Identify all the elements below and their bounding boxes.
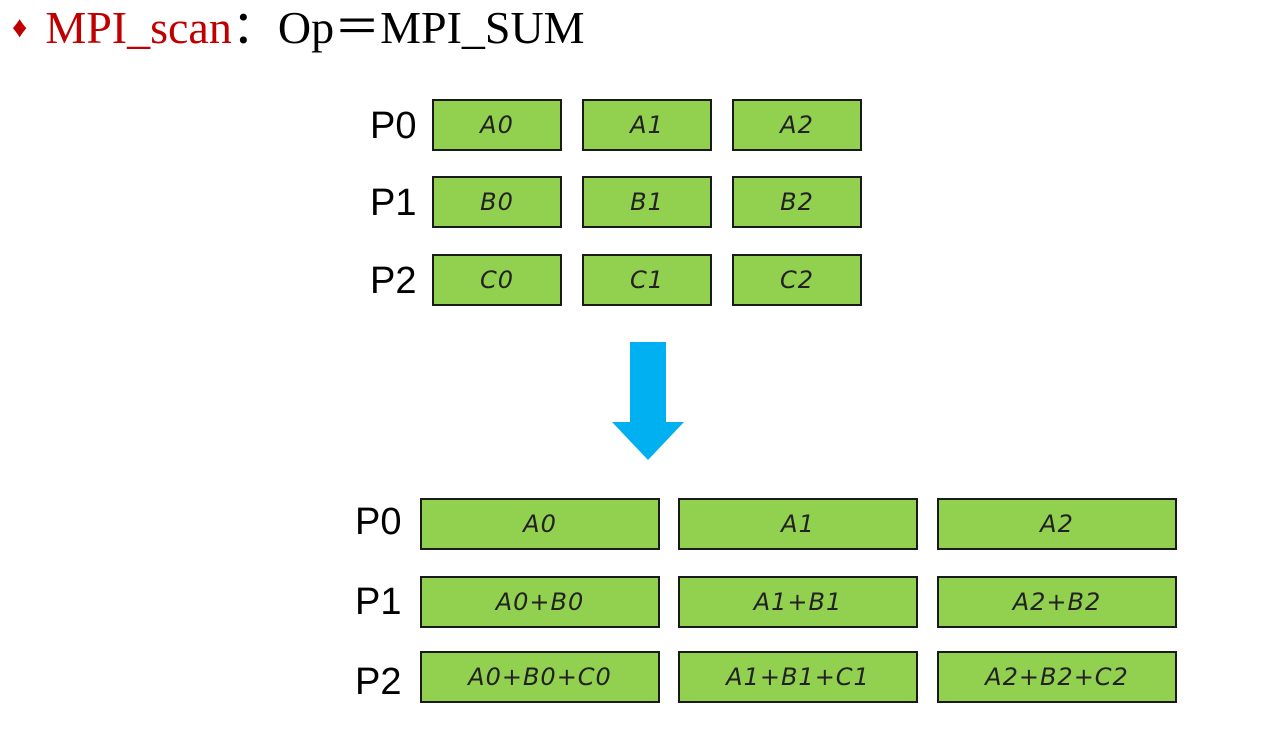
operation-spec: Op＝MPI_SUM (277, 2, 585, 53)
before-row-label-p1: P1 (370, 182, 417, 224)
after-row-label-p2: P2 (355, 661, 402, 703)
after-cell: A1+B1+C1 (678, 651, 918, 703)
title-colon: ： (231, 2, 278, 53)
after-cell: A2+B2 (937, 576, 1177, 628)
after-cell: A0 (420, 498, 660, 550)
function-name: MPI_scan (45, 2, 232, 53)
before-cell: A1 (582, 99, 712, 151)
before-cell: B0 (432, 176, 562, 228)
before-cell: A2 (732, 99, 862, 151)
after-cell: A0+B0+C0 (420, 651, 660, 703)
before-cell: C2 (732, 254, 862, 306)
after-row-label-p0: P0 (355, 501, 402, 543)
before-cell: B1 (582, 176, 712, 228)
before-cell: A0 (432, 99, 562, 151)
after-cell: A0+B0 (420, 576, 660, 628)
after-cell: A2 (937, 498, 1177, 550)
after-row-label-p1: P1 (355, 581, 402, 623)
before-cell: C0 (432, 254, 562, 306)
after-cell: A2+B2+C2 (937, 651, 1177, 703)
before-cell: B2 (732, 176, 862, 228)
before-cell: C1 (582, 254, 712, 306)
diamond-bullet-icon: ♦ (12, 11, 28, 44)
down-arrow-icon (612, 342, 684, 460)
before-row-label-p0: P0 (370, 105, 417, 147)
before-row-label-p2: P2 (370, 260, 417, 302)
after-cell: A1 (678, 498, 918, 550)
page-title: ♦ MPI_scan：Op＝MPI_SUM (12, 2, 585, 54)
after-cell: A1+B1 (678, 576, 918, 628)
